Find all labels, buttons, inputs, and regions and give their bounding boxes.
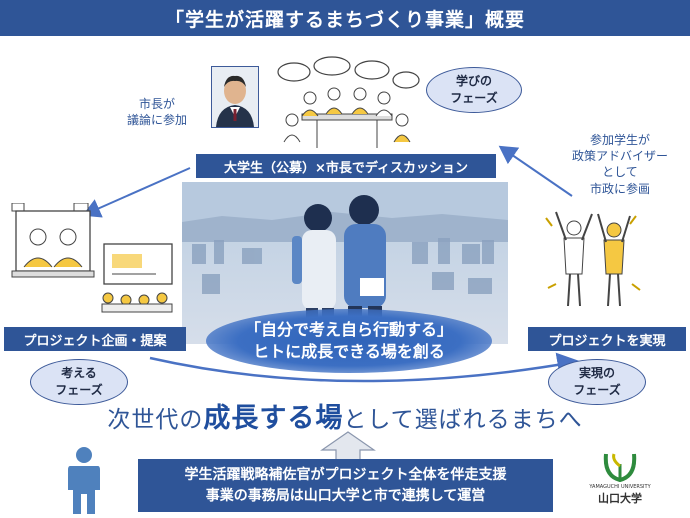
slogan-ellipse: 「自分で考え自ら行動する」 ヒトに成長できる場を創る xyxy=(206,309,492,373)
think-phase-ellipse: 考える フェーズ xyxy=(30,359,128,405)
online-meeting-illustration xyxy=(11,203,95,278)
support-line-1: 学生活躍戦略補佐官がプロジェクト全体を伴走支援 xyxy=(184,467,507,484)
slogan-line-2: ヒトに成長できる場を創る xyxy=(253,342,445,361)
project-plan-label: プロジェクト企画・提案 xyxy=(4,327,186,351)
headline-suffix: として選ばれるまちへ xyxy=(343,407,583,433)
presentation-illustration xyxy=(101,243,173,313)
arrow-to-plan xyxy=(82,167,191,218)
university-english-name: YAMAGUCHI UNIVERSITY xyxy=(589,484,651,490)
learn-phase-ellipse: 学びの フェーズ xyxy=(426,67,522,113)
mayor-caption: 市長が 議論に参加 xyxy=(126,97,187,128)
support-box: 学生活躍戦略補佐官がプロジェクト全体を伴走支援 事業の事務局は山口大学と市で連携… xyxy=(138,459,553,512)
arrow-to-realize xyxy=(149,352,580,383)
discussion-label: 大学生（公募）×市長でディスカッション xyxy=(196,154,496,178)
headline-prefix: 次世代の xyxy=(107,407,204,433)
person-icon xyxy=(68,447,100,514)
realize-phase-ellipse: 実現の フェーズ xyxy=(548,359,646,405)
headline-emphasis: 成長する場 xyxy=(203,403,344,434)
celebration-illustration xyxy=(545,211,641,307)
slogan-line-1: 「自分で考え自ら行動する」 xyxy=(244,320,453,340)
project-realize-label: プロジェクトを実現 xyxy=(528,327,686,351)
advisor-caption: 参加学生が 政策アドバイザー として 市政に参画 xyxy=(571,133,668,196)
university-name: 山口大学 xyxy=(598,492,642,505)
university-logo: YAMAGUCHI UNIVERSITY 山口大学 xyxy=(588,450,652,506)
arrow-to-discussion xyxy=(498,145,573,197)
discussion-illustration xyxy=(277,56,420,148)
university-emblem-icon xyxy=(603,453,637,483)
mayor-portrait xyxy=(211,66,259,128)
headline: 次世代の成長する場として選ばれるまちへ xyxy=(0,396,690,435)
students-cityscape-photo xyxy=(182,182,508,344)
page-title: 「学生が活躍するまちづくり事業」概要 xyxy=(0,0,690,36)
support-line-2: 事業の事務局は山口大学と市で連携して運営 xyxy=(205,487,486,504)
